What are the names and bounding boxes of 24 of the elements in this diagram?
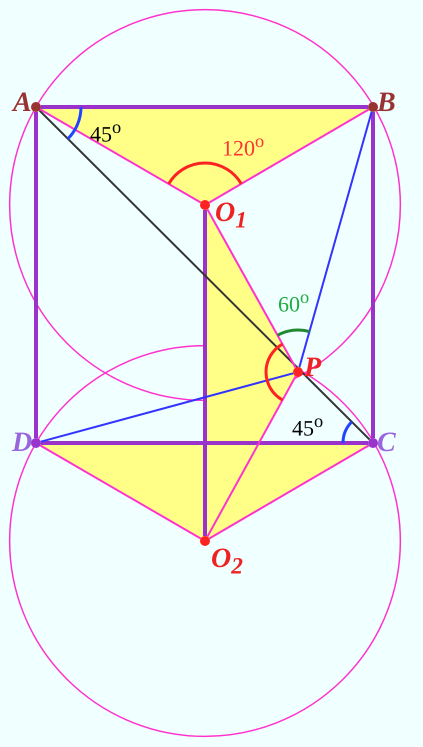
- angle-label: 60$^{o}$: [278, 288, 310, 316]
- point-label: D: [12, 429, 32, 457]
- line-segment: [203, 210, 207, 536]
- line-segment: [40, 372, 294, 443]
- angle-label: 120$^{o}$: [222, 132, 264, 160]
- point-label: O$_{2}$: [211, 545, 243, 579]
- angle-label: 45$^{o}$: [292, 412, 324, 440]
- line-segment: [40, 444, 202, 540]
- line-segment: [40, 108, 202, 204]
- line-segment: [41, 441, 368, 445]
- line-segment: [208, 444, 370, 540]
- point-label: O$_{1}$: [215, 199, 247, 233]
- line-segment: [206, 376, 296, 538]
- line-segment: [208, 108, 370, 204]
- line-segment: [41, 105, 368, 109]
- point-label: B: [377, 89, 396, 117]
- line-segment: [206, 208, 296, 368]
- line-segment: [298, 112, 373, 368]
- line-segment: [371, 112, 375, 438]
- line-segment: [34, 112, 38, 438]
- point-label: C: [377, 429, 396, 457]
- line-segment: [38, 110, 370, 440]
- point-label: A: [13, 89, 32, 117]
- angle-label: 45$^{o}$: [90, 118, 122, 146]
